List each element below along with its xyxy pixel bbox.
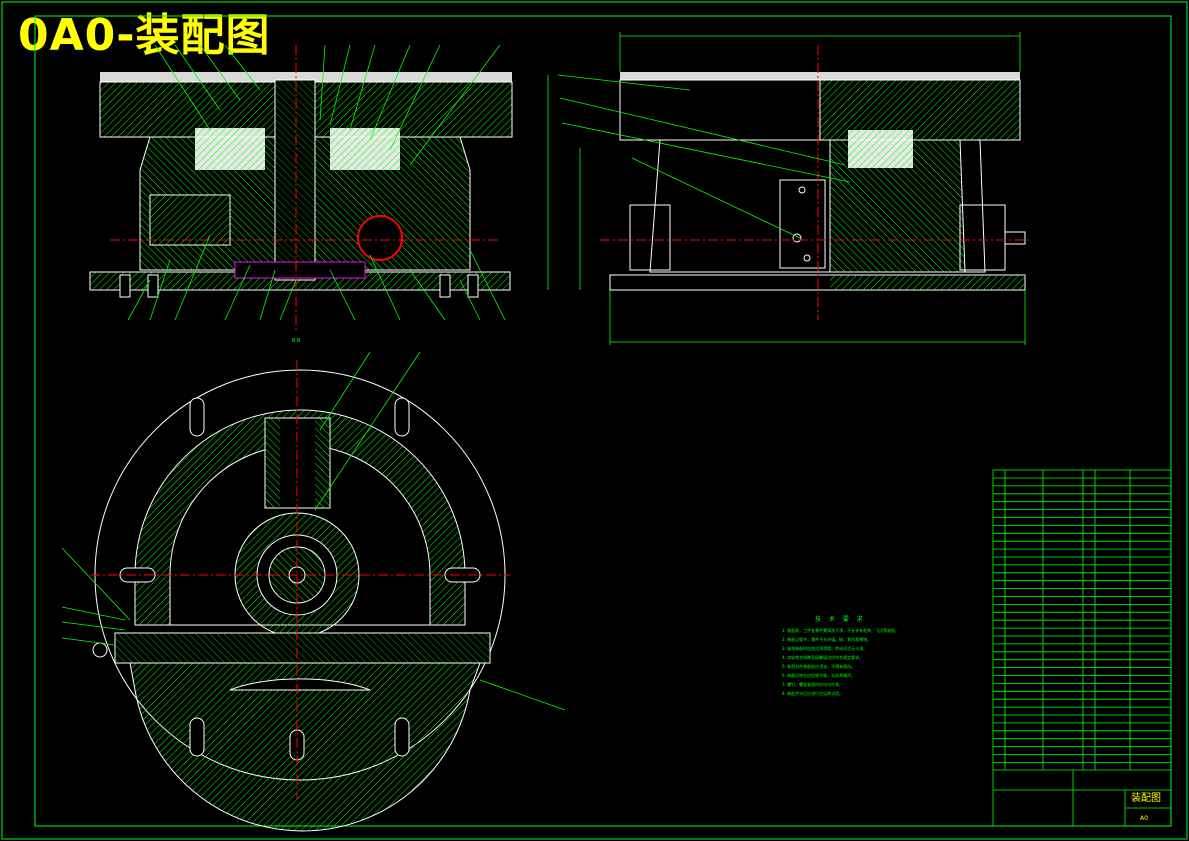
parts-list-table bbox=[992, 469, 1172, 827]
tech-requirement-line: 4. 齿轮啮合侧隙及接触斑点应符合规定要求。 bbox=[782, 654, 863, 660]
inner-border bbox=[34, 15, 1172, 827]
tech-requirement-line: 1. 装配前，工件各零件需清洗干净，不允许有毛刺、飞边等缺陷。 bbox=[782, 627, 899, 633]
tech-requirement-line: 8. 装配完毕后应进行空运转试验。 bbox=[782, 690, 843, 696]
section-bb-label: B-B bbox=[292, 338, 301, 344]
title-stamp: 0A0-装配图 bbox=[18, 10, 271, 61]
side-view bbox=[547, 32, 1030, 345]
tech-requirement-line: 7. 螺钉、螺栓紧固时应均匀拧紧。 bbox=[782, 681, 843, 687]
front-section-view bbox=[89, 44, 513, 330]
titleblock-size: A0 bbox=[1140, 815, 1148, 822]
tech-requirements-list: 1. 装配前，工件各零件需清洗干净，不允许有毛刺、飞边等缺陷。 2. 装配过程中，… bbox=[782, 627, 899, 696]
tech-requirements-heading: 技 术 要 求 bbox=[815, 615, 866, 623]
tech-requirement-line: 5. 各密封件装配前应浸油，不得有损伤。 bbox=[782, 663, 855, 669]
titleblock-name: 装配图 bbox=[1131, 791, 1161, 804]
tech-requirement-line: 2. 装配过程中，零件不允许磕、碰、划伤和锈蚀。 bbox=[782, 636, 871, 642]
tech-requirement-line: 3. 轴承装配时应加注润滑脂，转动灵活无卡滞。 bbox=[782, 645, 867, 651]
tech-requirement-line: 6. 装配后转台应回转平稳，无异常噪声。 bbox=[782, 672, 855, 678]
section-bb-view bbox=[61, 351, 566, 832]
